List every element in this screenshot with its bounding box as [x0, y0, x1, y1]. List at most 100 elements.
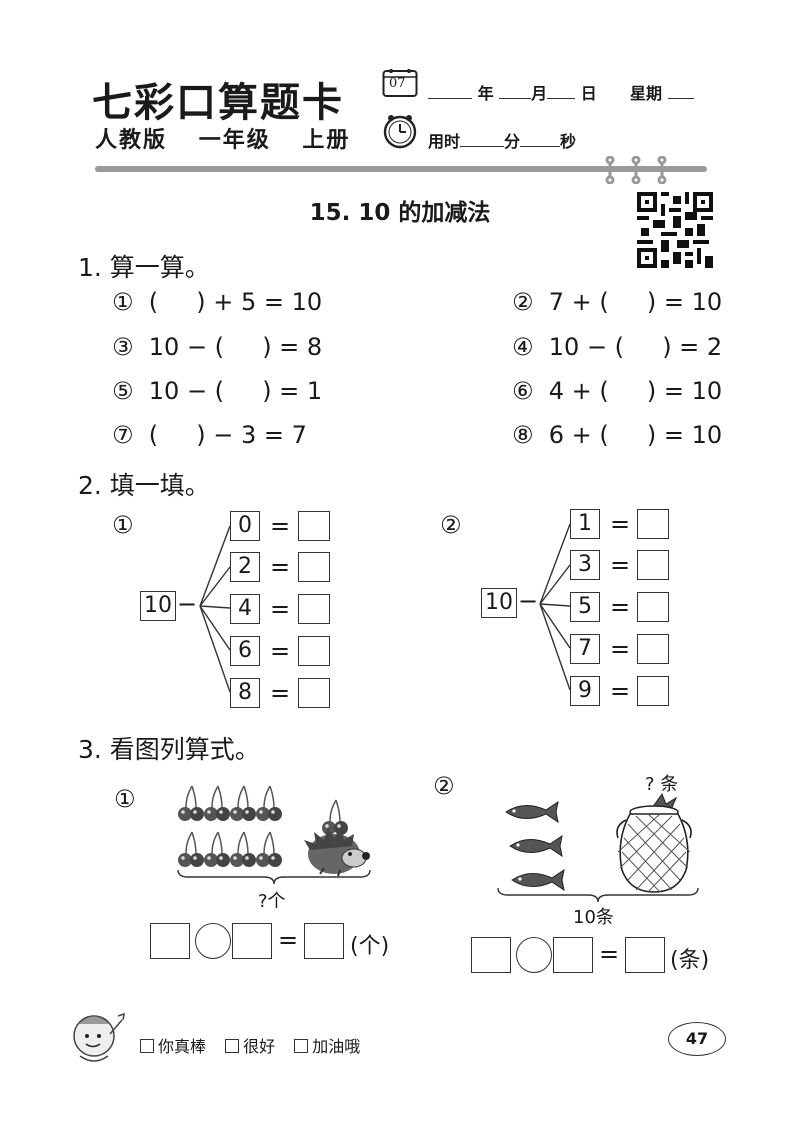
equation-7: ⑦ ( ) − 3 = 7	[112, 421, 307, 449]
subtrahend-box: 3	[570, 550, 600, 580]
answer-box[interactable]	[298, 636, 330, 666]
cherries-illustration	[177, 785, 370, 877]
weekday-label: 星期	[629, 84, 662, 103]
checkbox-icon[interactable]	[140, 1039, 154, 1053]
subtrahend-box: 9	[570, 676, 600, 706]
minus-sign: −	[177, 590, 198, 618]
equals-sign: =	[610, 635, 631, 663]
brace	[177, 869, 371, 885]
checkbox-icon[interactable]	[225, 1039, 240, 1053]
operator-circle[interactable]	[516, 937, 552, 973]
volume: 上册	[302, 128, 351, 153]
calendar-day: 07	[389, 76, 406, 91]
answer-box[interactable]	[637, 592, 669, 622]
date-line: 年 月 日 星期	[428, 80, 694, 104]
calendar-icon: 07	[382, 68, 418, 98]
equals-sign: =	[610, 551, 631, 579]
equation-5: ⑤ 10 − ( ) = 1	[112, 377, 323, 405]
section-1-heading: 1. 算一算。	[78, 253, 210, 282]
header-rule	[95, 166, 707, 172]
operator-circle[interactable]	[195, 923, 231, 959]
answer-box[interactable]	[298, 511, 330, 541]
day-label: 日	[580, 84, 597, 103]
evaluation-option[interactable]: 你真棒	[140, 1037, 206, 1056]
equals-sign: =	[599, 940, 620, 968]
equals-sign: =	[610, 677, 631, 705]
problem-2-label: ②	[433, 772, 455, 800]
equation-8: ⑧ 6 + ( ) = 10	[512, 421, 723, 449]
operand-box-1[interactable]	[150, 923, 190, 959]
equation-3: ③ 10 − ( ) = 8	[112, 333, 323, 361]
equation-4: ④ 10 − ( ) = 2	[512, 333, 723, 361]
start-number-box: 10	[140, 591, 176, 621]
operand-box-2[interactable]	[232, 923, 272, 959]
subtrahend-box: 6	[230, 636, 260, 666]
basket-illustration	[616, 792, 692, 893]
operand-box-1[interactable]	[471, 937, 511, 973]
lesson-title: 15. 10 的加减法	[309, 200, 491, 226]
ring-binder-decoration	[600, 155, 672, 188]
answer-box[interactable]	[298, 552, 330, 582]
equation-6: ⑥ 4 + ( ) = 10	[512, 377, 723, 405]
fish-count-label: ? 条	[645, 774, 679, 795]
branch-lines	[199, 525, 231, 693]
branch-lines	[539, 523, 571, 691]
subtrahend-box: 1	[570, 509, 600, 539]
subtrahend-box: 4	[230, 594, 260, 624]
evaluation-option[interactable]: 加油哦	[294, 1037, 360, 1056]
result-box[interactable]	[304, 923, 344, 959]
equation-1: ① ( ) + 5 = 10	[112, 288, 323, 316]
month-label: 月	[531, 84, 548, 103]
evaluation-option[interactable]: 很好	[225, 1037, 275, 1056]
start-number-box: 10	[481, 588, 517, 618]
book-info: 人教版 一年级 上册	[95, 122, 372, 154]
brand-title: 七彩口算题卡	[92, 79, 344, 126]
total-label: 10条	[573, 907, 614, 928]
minutes-label: 分	[504, 132, 521, 151]
subtrahend-box: 0	[230, 511, 260, 541]
equals-sign: =	[270, 512, 291, 540]
section-3-heading: 3. 看图列算式。	[78, 735, 260, 764]
group-1-label: ①	[112, 511, 134, 539]
mascot-icon	[73, 1012, 125, 1062]
subtrahend-box: 2	[230, 552, 260, 582]
page-number: 47	[668, 1022, 726, 1056]
subtrahend-box: 8	[230, 678, 260, 708]
equals-sign: =	[278, 926, 299, 954]
subtrahend-box: 5	[570, 592, 600, 622]
fish-illustration	[505, 801, 565, 891]
answer-box[interactable]	[637, 676, 669, 706]
subtrahend-box: 7	[570, 634, 600, 664]
checkbox-icon[interactable]	[294, 1039, 309, 1053]
time-line: 用时 分 秒	[428, 128, 576, 152]
answer-box[interactable]	[637, 509, 669, 539]
answer-box[interactable]	[637, 634, 669, 664]
equals-sign: =	[270, 595, 291, 623]
equals-sign: =	[270, 553, 291, 581]
equals-sign: =	[610, 593, 631, 621]
clock-icon	[382, 113, 418, 149]
equals-sign: =	[270, 679, 291, 707]
result-box[interactable]	[625, 937, 665, 973]
group-2-label: ②	[440, 511, 462, 539]
self-evaluation: 你真棒 很好 加油哦	[140, 1033, 374, 1057]
unit-label: (个)	[350, 934, 390, 959]
time-used-label: 用时	[428, 132, 461, 151]
equation-2: ② 7 + ( ) = 10	[512, 288, 723, 316]
question-label: ?个	[258, 891, 286, 912]
year-label: 年	[477, 84, 494, 103]
brace	[497, 887, 699, 903]
answer-box[interactable]	[637, 550, 669, 580]
qr-code-icon[interactable]	[637, 192, 713, 268]
grade: 一年级	[198, 128, 271, 153]
equals-sign: =	[270, 637, 291, 665]
equals-sign: =	[610, 510, 631, 538]
answer-box[interactable]	[298, 678, 330, 708]
unit-label: (条)	[670, 948, 710, 973]
section-2-heading: 2. 填一填。	[78, 471, 210, 500]
minus-sign: −	[518, 587, 539, 615]
seconds-label: 秒	[560, 132, 577, 151]
answer-box[interactable]	[298, 594, 330, 624]
operand-box-2[interactable]	[553, 937, 593, 973]
problem-1-label: ①	[114, 785, 136, 813]
